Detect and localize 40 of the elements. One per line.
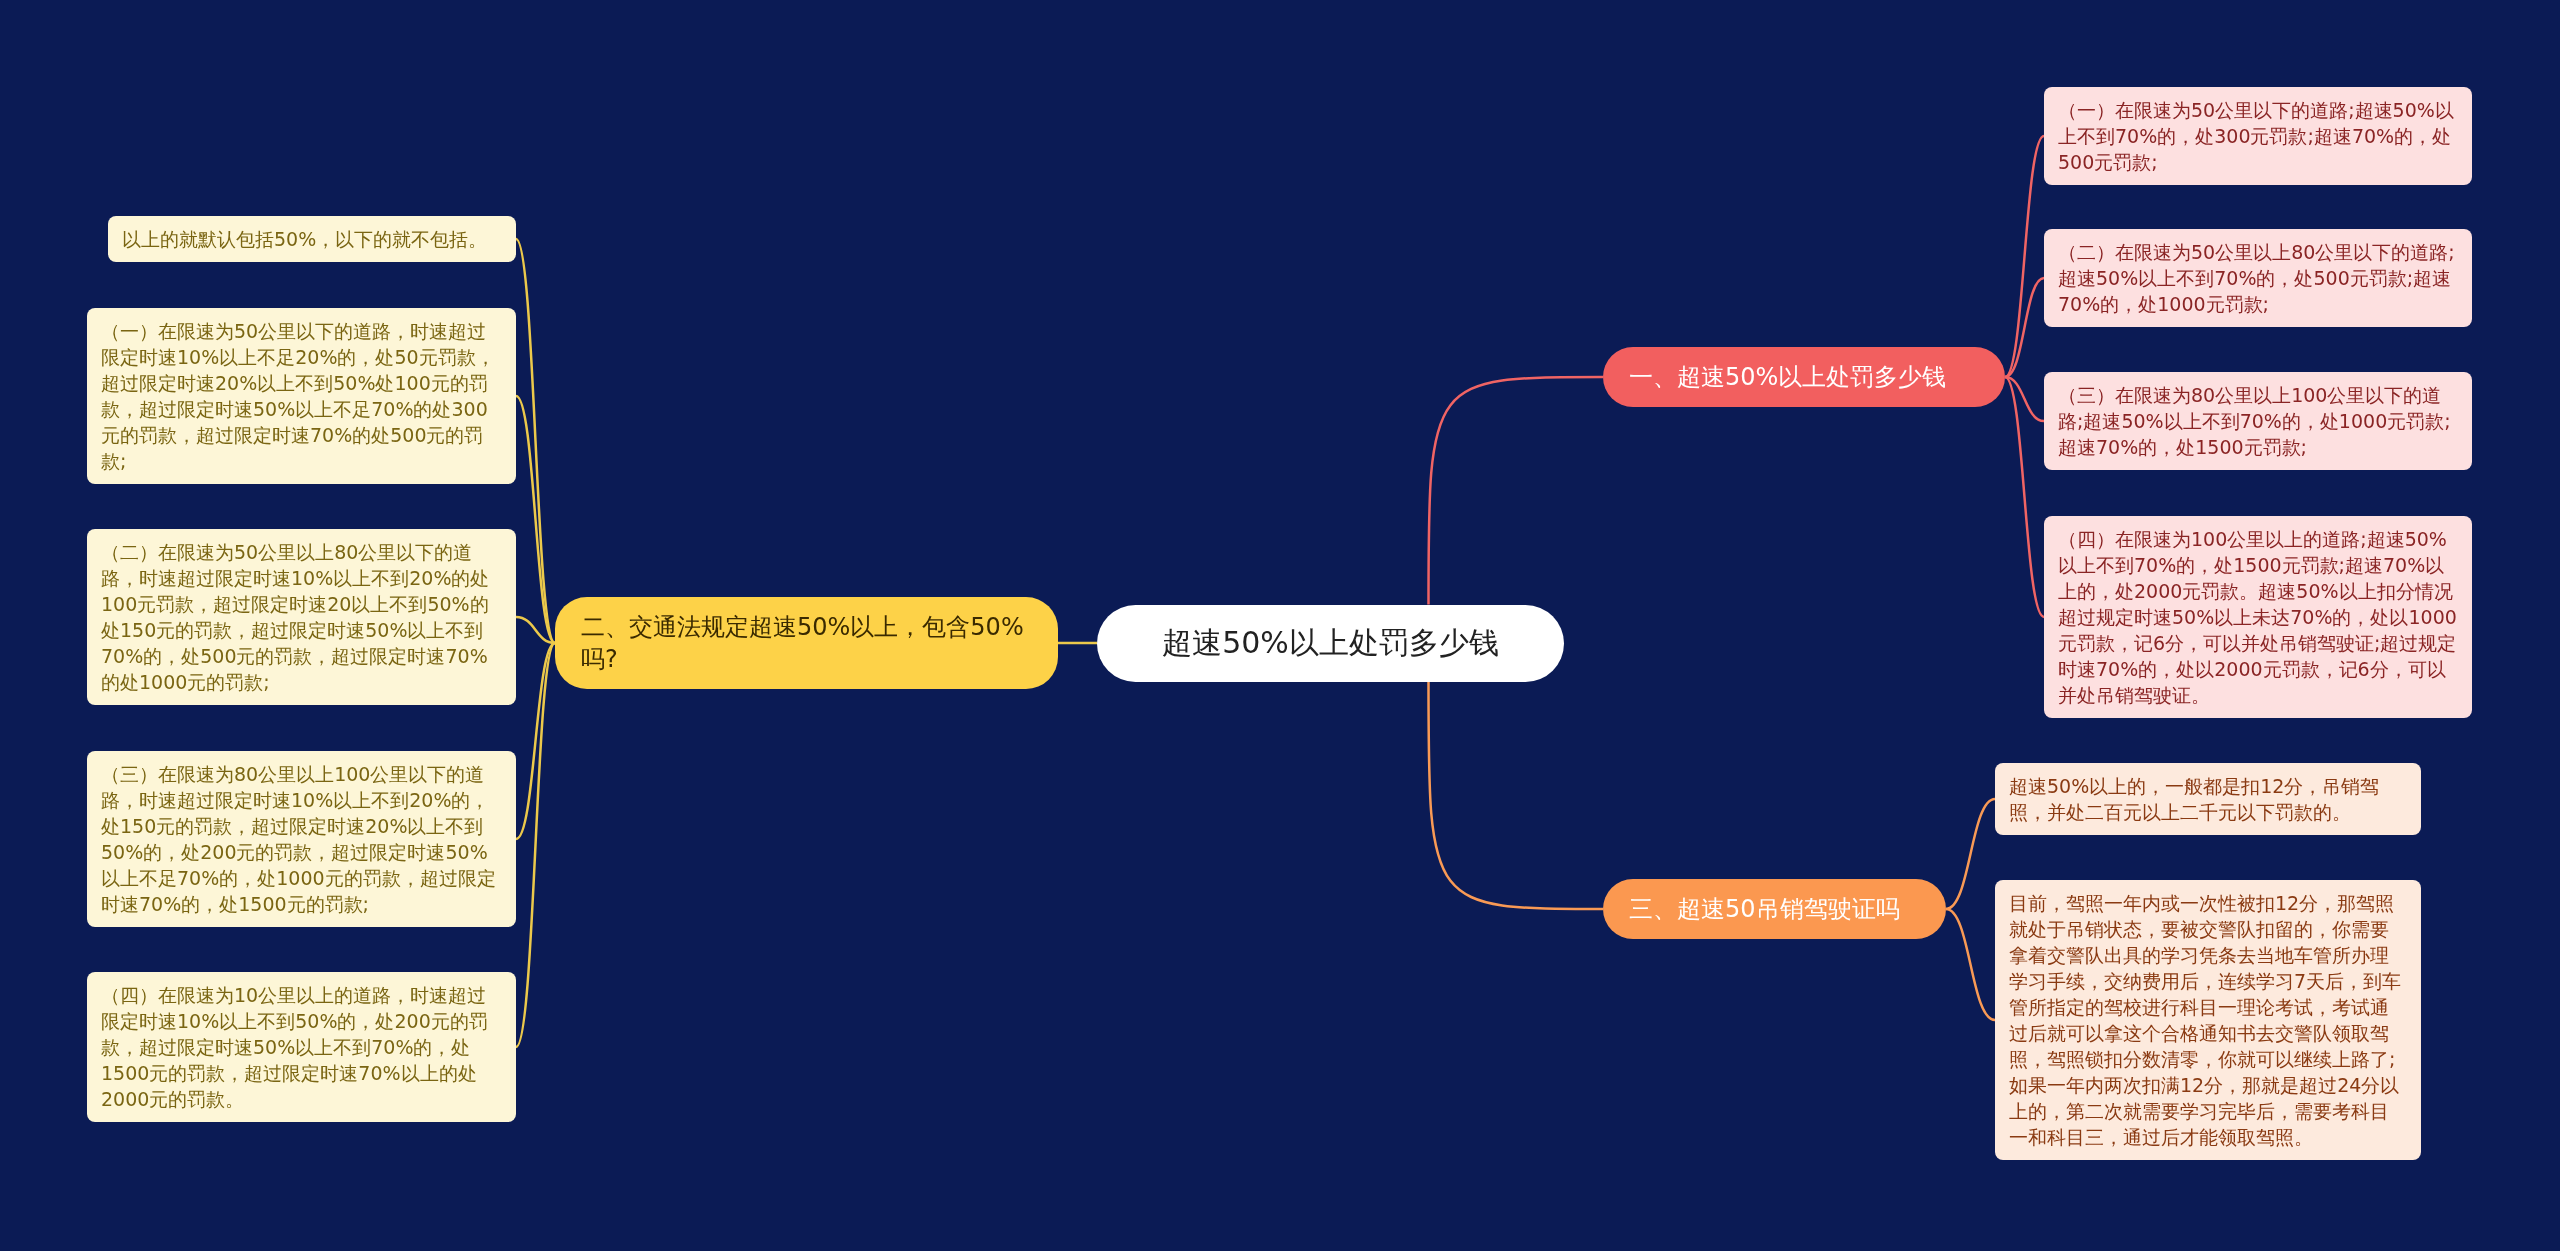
branch-topic bbox=[555, 596, 1058, 690]
branch-topic-text: 二、交通法规定超速50%以上，包含50%吗? bbox=[581, 611, 1025, 675]
central-topic-text: 超速50%以上处罚多少钱 bbox=[1161, 623, 1500, 662]
detail-card bbox=[2044, 87, 2472, 185]
detail-text: 以上的就默认包括50%，以下的就不包括。 bbox=[122, 227, 489, 252]
connector-line bbox=[514, 238, 557, 644]
detail-text: （二）在限速为50公里以上80公里以下的道路，时速超过限定时速10%以上不到20%的处100元罚款，超过限定时速20以上不到50%的处150元的罚款，超过限定时速50%以上不到70%的，处500元的罚款，超过限定时速70%的处1000元的罚款; bbox=[101, 540, 491, 695]
detail-text: （二）在限速为50公里以上80公里以下的道路;超速50%以上不到70%的，处500元罚款;超速70%的，处1000元罚款; bbox=[2058, 240, 2456, 317]
connector-line bbox=[515, 642, 556, 840]
detail-card bbox=[2044, 516, 2472, 718]
detail-card bbox=[87, 751, 516, 927]
branch-topic-text: 三、超速50吊销驾驶证吗 bbox=[1629, 893, 1901, 925]
detail-text: （一）在限速为50公里以下的道路，时速超过限定时速10%以上不足20%的，处50元罚款，超过限定时速20%以上不到50%处100元的罚款，超过限定时速50%以上不足70%的处300元的罚款，超过限定时速70%的处500元的罚款; bbox=[101, 319, 496, 474]
connector-line bbox=[1945, 907, 1996, 1022]
detail-card bbox=[108, 216, 516, 262]
detail-text: （四）在限速为10公里以上的道路，时速超过限定时速10%以上不到50%的，处200元的罚款，超过限定时速50%以上不到70%的，处1500元的罚款，超过限定时速70%以上的处2000元的罚款。 bbox=[101, 983, 489, 1112]
connector-line bbox=[515, 615, 556, 645]
detail-text: （一）在限速为50公里以下的道路;超速50%以上不到70%的，处300元罚款;超速70%的，处500元罚款; bbox=[2058, 98, 2455, 175]
connector-line bbox=[1427, 375, 1603, 605]
detail-card bbox=[87, 972, 516, 1122]
detail-text: （三）在限速为80公里以上100公里以下的道路，时速超过限定时速10%以上不到20%的，处150元的罚款，超过限定时速20%以上不到50%的，处200元的罚款，超过限定时速50%以上不足70%的，处1000元的罚款，超过限定时速70%的，处1500元的罚款; bbox=[101, 762, 497, 917]
detail-card bbox=[2044, 229, 2472, 327]
detail-text: 目前，驾照一年内或一次性被扣12分，那驾照就处于吊销状态，要被交警队扣留的，你需要拿着交警队出具的学习凭条去当地车管所办理学习手续，交纳费用后，连续学习7天后，到车管所指定的驾校进行科目一理论考试，考试通过后就可以拿这个合格通知书去交警队领取驾照，驾照锁扣分数清零，你就可以继续上路了;如果一年内两次扣满12分，那就是超过24分以上的，第二次就需要学习完毕后，需要考科目一和科目三，通过后才能领取驾照。 bbox=[2009, 891, 2403, 1150]
branch-topic-text: 一、超速50%以上处罚多少钱 bbox=[1629, 361, 1948, 393]
detail-card bbox=[87, 529, 516, 705]
connector-line bbox=[514, 642, 557, 1048]
connector-line bbox=[2004, 135, 2045, 378]
connector-line bbox=[2004, 375, 2045, 423]
detail-text: （四）在限速为100公里以上的道路;超速50%以上不到70%的，处1500元罚款;超速70%以上的，处2000元罚款。超速50%以上扣分情况超过规定时速50%以上未达70%的，处以1000元罚款，记6分，可以并处吊销驾驶证;超过规定时速70%的，处以2000元罚款，记6分，可以并处吊销驾驶证。 bbox=[2058, 527, 2458, 708]
connector-line bbox=[1058, 641, 1097, 645]
connector-line bbox=[1945, 797, 1996, 911]
detail-text: （三）在限速为80公里以上100公里以下的道路;超速50%以上不到70%的，处1000元罚款;超速70%的，处1500元罚款; bbox=[2058, 383, 2452, 460]
detail-text: 超速50%以上的，一般都是扣12分，吊销驾照，并处二百元以上二千元以下罚款的。 bbox=[2009, 774, 2381, 825]
connector-line bbox=[515, 395, 556, 644]
connector-line bbox=[1427, 681, 1603, 911]
connector-line bbox=[2004, 276, 2045, 379]
detail-card bbox=[87, 308, 516, 484]
detail-card bbox=[2044, 372, 2472, 470]
connector-line bbox=[2004, 376, 2045, 618]
detail-card bbox=[1995, 763, 2421, 835]
